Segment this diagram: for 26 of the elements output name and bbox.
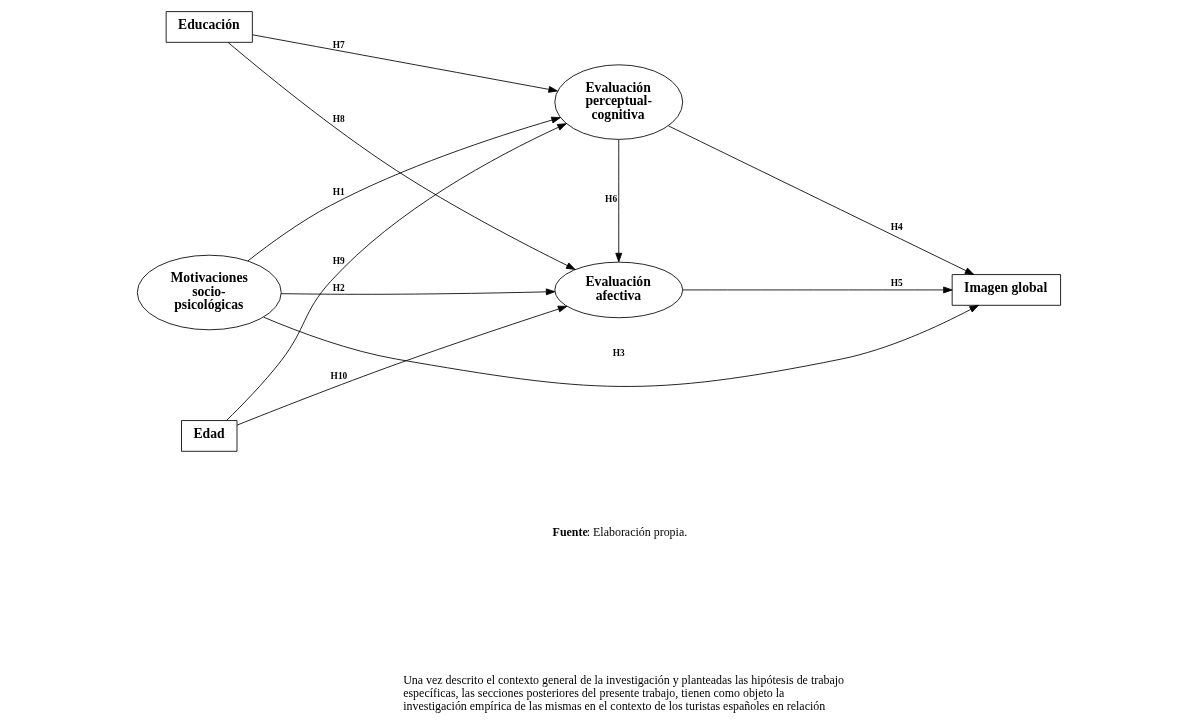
label: Fuente: Elaboración propia. [552, 524, 688, 539]
arrow [263, 304, 979, 387]
label: Una vez descrito el contexto general de la investigación y planteadas las hipótesis de trabajo específicas, las secciones posteriores del presente trabajo, tienen como objeto la investigación empírica de las mismas en el contexto de los turistas españoles en relación [403, 673, 845, 713]
arrow [247, 116, 561, 262]
node-box: Imagen global [951, 274, 1061, 306]
arrow [226, 123, 567, 421]
arrow [236, 305, 568, 426]
arrow [227, 42, 576, 270]
node-box: Edad [181, 420, 238, 452]
edge-label: H9 [332, 256, 345, 267]
arrow [252, 34, 558, 93]
edge-label: H6 [605, 194, 618, 205]
node-ellipse: Motivaciones socio-psicológicas [136, 254, 282, 331]
arrow [280, 288, 556, 296]
edge-label: H4 [890, 222, 903, 232]
arrow [682, 286, 953, 294]
edge-label: H1 [332, 187, 345, 197]
edge-label: H3 [612, 347, 625, 358]
edge-label: H2 [332, 282, 345, 293]
node-box: Educación [165, 11, 253, 43]
edge-label: H5 [890, 278, 903, 289]
edge-label: H7 [332, 40, 345, 51]
edge-label: H10 [330, 371, 348, 382]
arrow [615, 139, 623, 263]
edge-label: H8 [332, 114, 345, 125]
arrow [668, 125, 975, 275]
